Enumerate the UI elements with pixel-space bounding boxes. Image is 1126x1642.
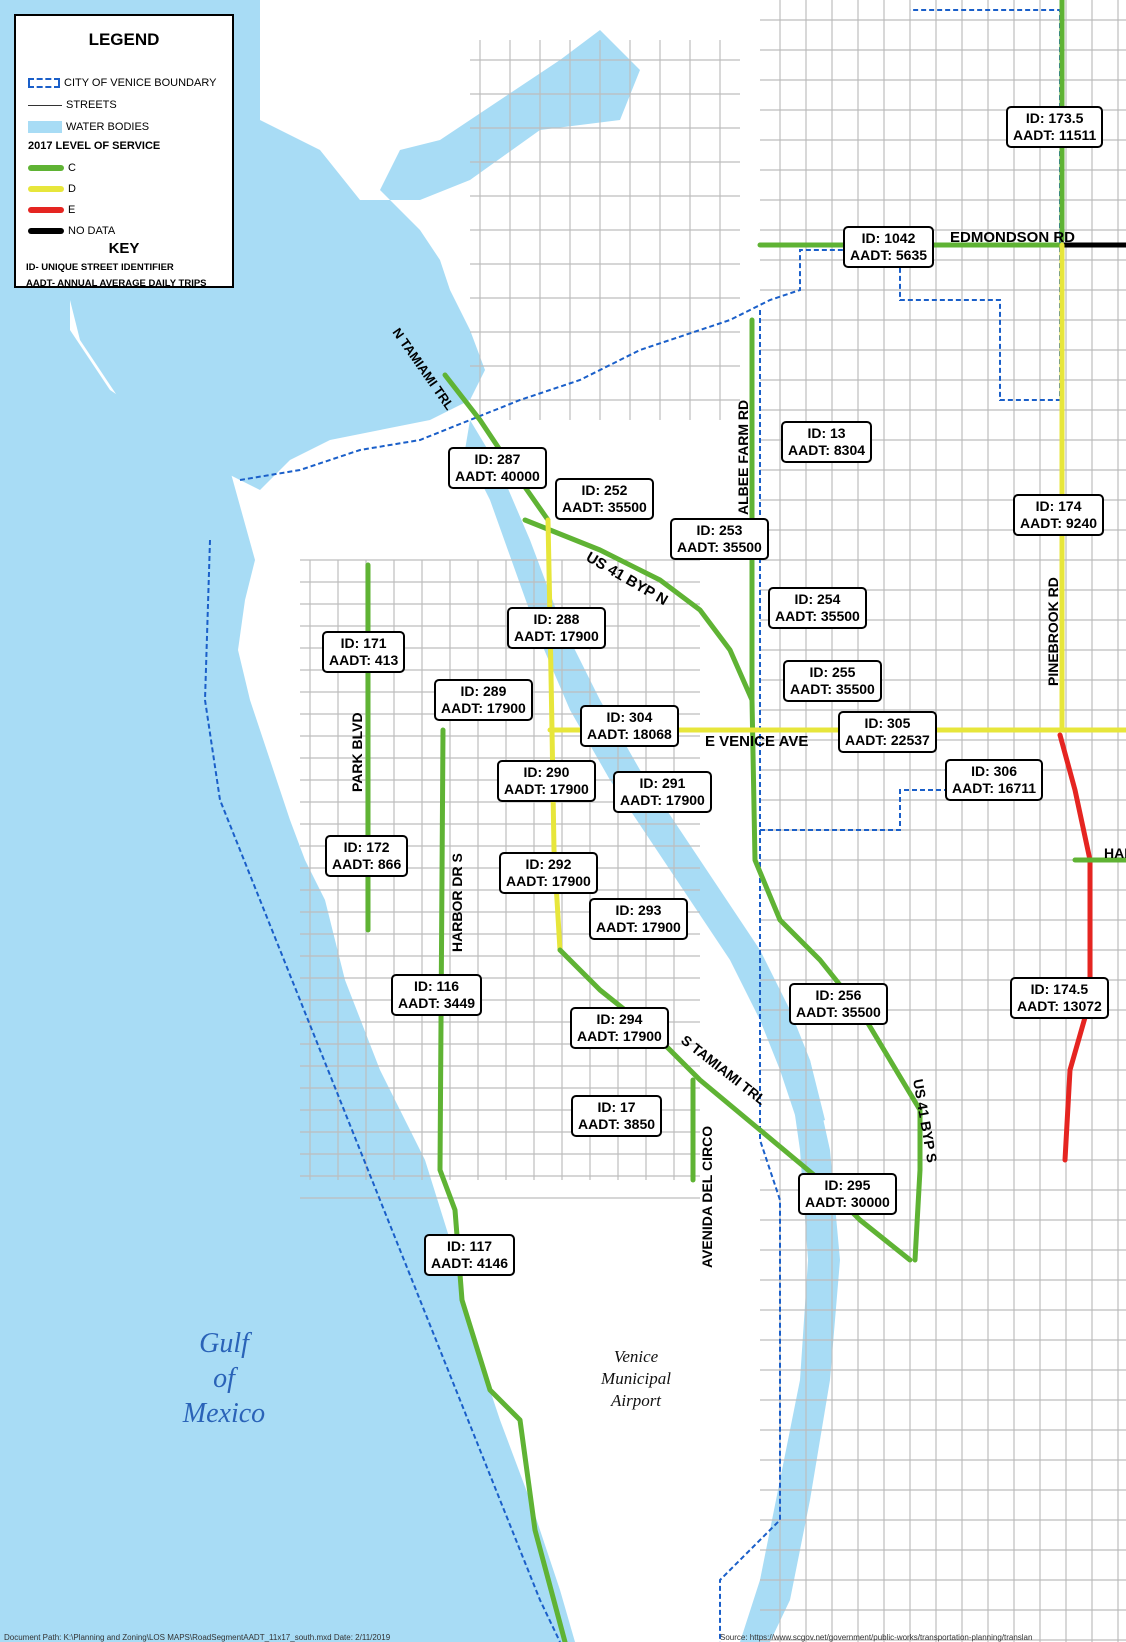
los-nodata-label: NO DATA [68, 225, 116, 237]
legend-los-d: D [28, 182, 76, 196]
legend-water-row: WATER BODIES [28, 120, 149, 134]
legend-key-id: ID- UNIQUE STREET IDENTIFIER [26, 262, 174, 273]
legend-boundary-label: CITY OF VENICE BOUNDARY [64, 77, 217, 89]
map-legend: LEGEND CITY OF VENICE BOUNDARY STREETS W… [14, 14, 234, 289]
airport-label-line1: Venice [614, 1347, 659, 1366]
legend-streets-label: STREETS [66, 99, 117, 111]
label-park-blvd: PARK BLVD [349, 712, 365, 792]
legend-title: LEGEND [88, 30, 160, 49]
label-avenida-del-circo: AVENIDA DEL CIRCO [699, 1126, 715, 1268]
label-harbor-dr-s: HARBOR DR S [449, 853, 465, 952]
label-edmondson-rd: EDMONDSON RD [950, 229, 1075, 246]
city-boundary [203, 9, 1061, 1642]
los-e-swatch [28, 207, 64, 213]
gulf-label-line1: Gulf [199, 1328, 252, 1359]
intracoastal-waterway [465, 420, 825, 1130]
los-nodata-swatch [28, 228, 64, 234]
boundary-swatch [28, 78, 60, 88]
legend-water-label: WATER BODIES [66, 121, 150, 133]
los-c-label: C [68, 162, 76, 174]
label-pinebrook-rd: PINEBROOK RD [1045, 577, 1061, 686]
water-swatch [28, 121, 62, 133]
legend-los-title: 2017 LEVEL OF SERVICE [28, 140, 161, 152]
road-us41-byp-n [522, 517, 755, 703]
road-harbor-dr-s [437, 727, 568, 1642]
label-har: HAR [1104, 845, 1126, 861]
gulf-label-line2: of [213, 1363, 238, 1394]
los-e-label: E [68, 204, 76, 216]
los-c-swatch [28, 165, 64, 171]
gulf-label-line3: Mexico [182, 1398, 265, 1429]
street-swatch [28, 104, 62, 106]
inlet-channel [740, 1060, 840, 1642]
document-path-footer: Document Path: K:\Planning and Zoning\LO… [4, 1633, 391, 1642]
legend-los-e: E [28, 203, 75, 217]
airport-label-line2: Municipal [600, 1369, 671, 1388]
los-d-label: D [68, 183, 76, 195]
legend-key-title: KEY [108, 240, 140, 257]
label-albee-farm-rd: ALBEE FARM RD [735, 400, 751, 515]
los-d-swatch [28, 186, 64, 192]
legend-streets-row: STREETS [28, 98, 117, 112]
gulf-of-mexico-water [0, 0, 575, 1642]
legend-key-aadt: AADT- ANNUAL AVERAGE DAILY TRIPS [26, 278, 207, 289]
airport-label-line3: Airport [610, 1391, 662, 1410]
legend-los-c: C [28, 161, 76, 175]
legend-los-nodata: NO DATA [28, 224, 115, 238]
legend-boundary-row: CITY OF VENICE BOUNDARY [28, 76, 216, 90]
road-pinebrook-south [1057, 732, 1093, 1163]
label-e-venice-ave: E VENICE AVE [705, 733, 808, 750]
source-footer: Source: https://www.scgov.net/government… [720, 1633, 1033, 1642]
